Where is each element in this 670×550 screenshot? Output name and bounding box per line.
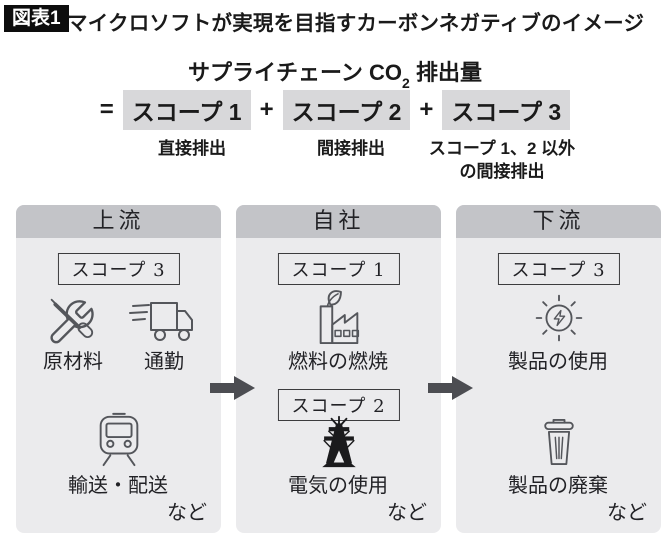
scope1-term: スコープ 1 — [122, 90, 251, 130]
scope2-term: スコープ 2 — [282, 90, 411, 130]
scope3-badge-downstream: スコープ 3 — [497, 253, 620, 285]
equation-title-suffix: 排出量 — [409, 60, 482, 85]
figure-tag: 図表1 — [4, 5, 69, 32]
column-company: 自社 スコープ 1 燃料の燃焼 スコープ 2 — [236, 205, 441, 533]
column-upstream: 上流 スコープ 3 原材料 通勤 — [16, 205, 221, 533]
column-downstream-title: 下流 — [456, 205, 661, 238]
column-company-title: 自社 — [236, 205, 441, 238]
pylon-icon — [316, 415, 362, 469]
figure-title: マイクロソフトが実現を目指すカーボンネガティブのイメージ — [67, 12, 645, 35]
flow-arrow-company-to-downstream — [428, 374, 474, 402]
column-downstream: 下流 スコープ 3 製品の使用 — [456, 205, 661, 533]
scope3-badge-upstream: スコープ 3 — [57, 253, 180, 285]
note-other-line2: の間接排出 — [459, 162, 545, 181]
equation-title: サプライチェーン CO2 排出量 — [0, 55, 670, 92]
energy-icon — [531, 291, 587, 345]
item-label-raw-materials: 原材料 — [43, 349, 103, 373]
etc-label-downstream: など — [607, 500, 647, 524]
note-direct-emissions: 直接排出 — [158, 139, 226, 158]
etc-label-company: など — [387, 500, 427, 524]
item-label-fuel-combustion: 燃料の燃焼 — [288, 349, 388, 373]
plus-sign-1: + — [259, 96, 274, 123]
item-label-product-disposal: 製品の廃棄 — [508, 473, 608, 497]
truck-icon — [128, 299, 196, 345]
equation-title-prefix: サプライチェーン CO — [188, 60, 403, 85]
scope1-badge-company: スコープ 1 — [277, 253, 400, 285]
column-upstream-title: 上流 — [16, 205, 221, 238]
flow-arrow-upstream-to-company — [210, 374, 256, 402]
tools-icon — [44, 297, 98, 345]
scope3-term: スコープ 3 — [442, 90, 571, 130]
note-other-indirect-emissions: スコープ 1、2 以外 の間接排出 — [429, 137, 575, 183]
note-indirect-emissions: 間接排出 — [317, 139, 385, 158]
item-label-electricity-use: 電気の使用 — [288, 473, 388, 497]
item-label-product-use: 製品の使用 — [508, 349, 608, 373]
equation-row: = スコープ 1 + スコープ 2 + スコープ 3 — [0, 90, 670, 130]
note-other-line1: スコープ 1、2 以外 — [428, 139, 576, 158]
item-label-commute: 通勤 — [144, 349, 184, 373]
etc-label-upstream: など — [167, 500, 207, 524]
train-icon — [93, 411, 145, 467]
trash-icon — [536, 416, 582, 468]
equals-sign: = — [99, 96, 114, 123]
factory-icon — [308, 289, 370, 345]
item-label-transport-delivery: 輸送・配送 — [68, 473, 168, 497]
plus-sign-2: + — [419, 96, 434, 123]
co2-subscript: 2 — [402, 75, 410, 92]
